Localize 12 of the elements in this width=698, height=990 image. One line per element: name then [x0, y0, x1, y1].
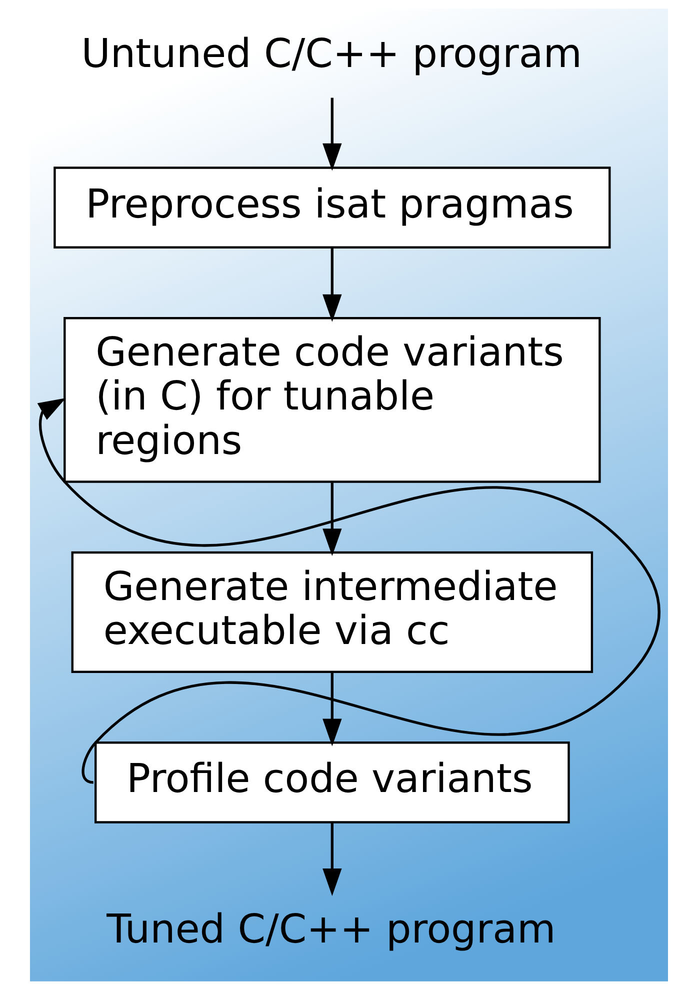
arrow [322, 248, 342, 322]
arrow [322, 822, 342, 896]
node-box: Generate intermediate executable via cc [71, 551, 594, 673]
arrow [322, 482, 342, 556]
node-text: Tuned C/C++ program [106, 906, 556, 952]
node-box: Preprocess isat pragmas [54, 166, 611, 248]
node-text: Untuned C/C++ program [81, 30, 582, 77]
arrow [37, 398, 660, 784]
node-box: Profile code variants [94, 742, 570, 824]
arrow [322, 672, 342, 746]
node-box: Generate code variants (in C) for tunable regions [64, 317, 601, 483]
arrow [322, 98, 342, 171]
